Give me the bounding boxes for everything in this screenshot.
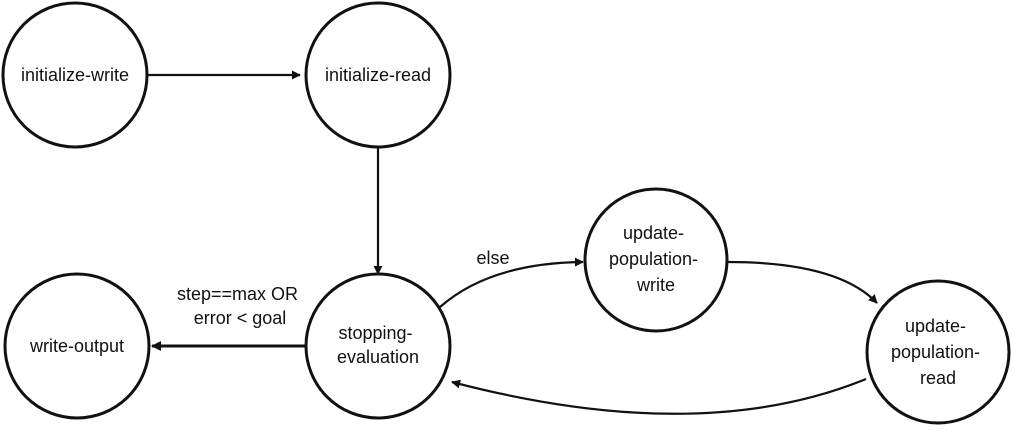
node-update-population-write: update- population- write (583, 187, 729, 333)
node-stopping-evaluation: stopping- evaluation (304, 272, 452, 420)
svg-text:initialize-read: initialize-read (325, 65, 431, 85)
edge-stopping-evaluation-to-update-population-write (439, 257, 584, 308)
svg-text:update- population-: update- population- write (609, 223, 703, 295)
node-initialize-read: initialize-read (304, 1, 452, 149)
svg-text:initialize-write: initialize-write (21, 65, 129, 85)
edge-update-population-read-to-stopping-evaluation (451, 377, 867, 415)
svg-text:update- population-: update- population- read (891, 316, 985, 388)
svg-text:stopping- evaluation: stopping- evaluation (337, 323, 419, 367)
edge-label-exit-condition: step==max OR error < goal (177, 284, 303, 328)
edges (148, 70, 878, 415)
node-write-output: write-output (3, 272, 151, 420)
node-update-population-read: update- population- read (865, 279, 1011, 425)
node-initialize-write: initialize-write (1, 1, 149, 149)
svg-text:write-output: write-output (29, 336, 124, 356)
edge-label-else: else (476, 248, 509, 268)
edge-update-population-write-to-update-population-read (727, 260, 878, 304)
